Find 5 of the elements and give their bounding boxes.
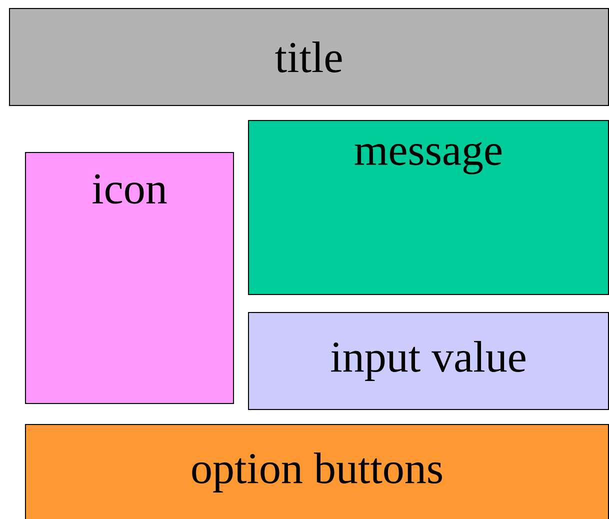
input-field-box: input value (248, 312, 609, 410)
button-area-box: option buttons (25, 424, 609, 519)
title-bar: title (9, 8, 609, 106)
icon-area-box: icon (25, 152, 234, 404)
message-area-box: message (248, 120, 609, 295)
